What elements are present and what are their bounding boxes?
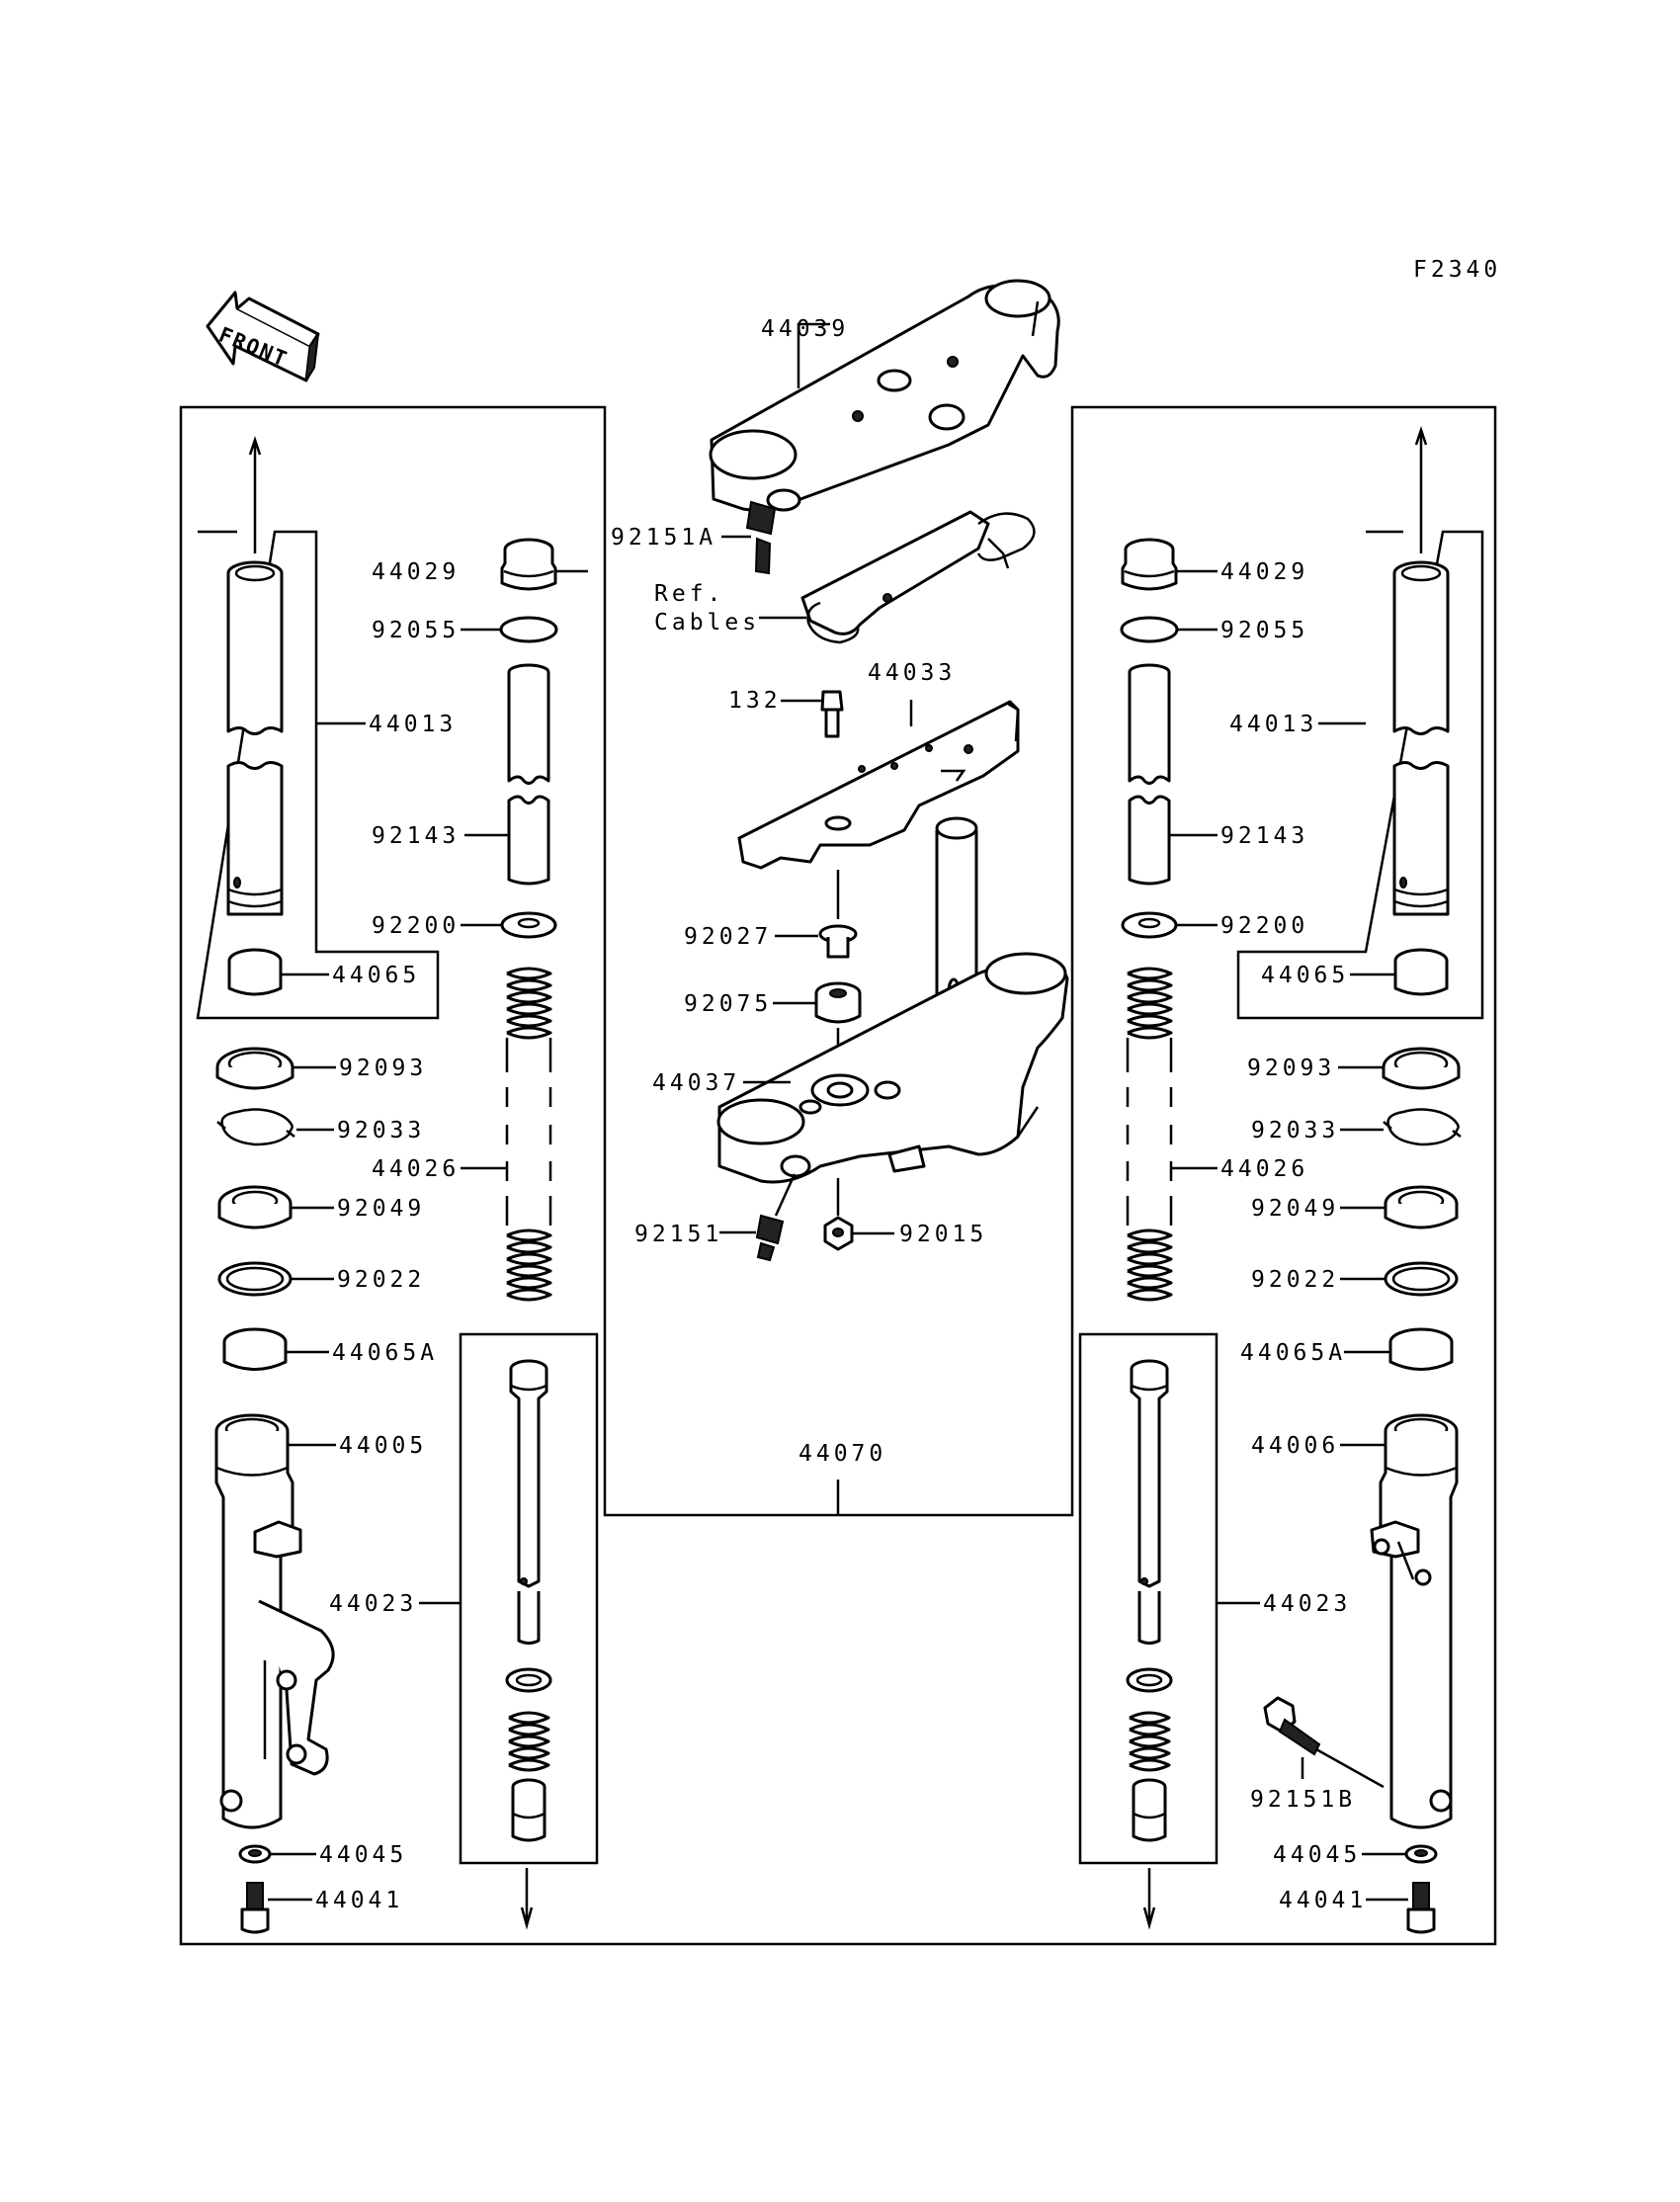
label-L44026: 44026 [372, 1156, 460, 1182]
right-44013-box [1236, 530, 1484, 1020]
bolt-132 [820, 690, 844, 738]
label-44033: 44033 [868, 660, 956, 686]
right-gasket-44045 [1404, 1844, 1438, 1864]
left-gasket-44045 [238, 1844, 272, 1864]
ref-note-line1: Ref. [654, 581, 724, 607]
label-L92049: 92049 [337, 1196, 425, 1222]
left-oring-92055 [499, 616, 558, 643]
label-L44041: 44041 [315, 1888, 403, 1913]
plate-44033 [737, 700, 1020, 870]
right-bolt-44041 [1406, 1882, 1436, 1934]
right-oil-seal-92049 [1384, 1185, 1459, 1229]
label-44039: 44039 [761, 316, 849, 342]
left-damper-44023 [505, 1359, 552, 1842]
label-L44029: 44029 [372, 559, 460, 585]
label-R92055: 92055 [1220, 618, 1308, 643]
right-44023-box [1078, 1332, 1218, 1865]
label-44070: 44070 [798, 1441, 886, 1467]
label-R44006: 44006 [1251, 1433, 1339, 1459]
label-R44065A: 44065A [1240, 1340, 1346, 1366]
left-44023-box [459, 1332, 599, 1865]
lower-bracket-44037 [716, 816, 1069, 1184]
left-collar-44065 [227, 948, 283, 996]
label-L92033: 92033 [337, 1118, 425, 1143]
left-clip-92033 [216, 1108, 295, 1146]
label-R92022: 92022 [1251, 1267, 1339, 1293]
left-spacer-92143 [507, 663, 550, 886]
right-outer-tube-44006 [1370, 1413, 1459, 1829]
right-collar-44065A [1388, 1327, 1454, 1371]
collar-92027 [818, 924, 858, 959]
label-L92022: 92022 [337, 1267, 425, 1293]
label-L44005: 44005 [339, 1433, 427, 1459]
label-L44065: 44065 [332, 963, 420, 988]
left-oil-seal-92049 [217, 1185, 293, 1229]
label-L92200: 92200 [372, 913, 460, 939]
right-bolt-92151B [1263, 1696, 1321, 1756]
label-L44013: 44013 [369, 712, 457, 737]
right-spacer-92143 [1128, 663, 1171, 886]
label-132: 132 [728, 688, 782, 714]
label-L44023: 44023 [329, 1591, 417, 1617]
label-R44041: 44041 [1279, 1888, 1367, 1913]
cable-bracket [800, 510, 1036, 644]
left-inner-tube-44013 [226, 560, 284, 916]
figure-code: F2340 [1413, 257, 1501, 283]
left-cap-44029 [500, 538, 557, 591]
label-R44013: 44013 [1229, 712, 1317, 737]
right-spring-44026 [1126, 967, 1173, 1302]
left-seal-92093 [215, 1047, 294, 1090]
nut-92015 [823, 1216, 854, 1251]
right-down-arrow [1142, 1868, 1156, 1930]
left-washer-92200 [500, 911, 557, 939]
right-inner-tube-44013 [1392, 560, 1450, 916]
label-L44045: 44045 [319, 1842, 407, 1868]
right-damper-44023 [1126, 1359, 1173, 1842]
label-R92033: 92033 [1251, 1118, 1339, 1143]
right-collar-44065 [1393, 948, 1449, 996]
label-92027: 92027 [684, 924, 772, 950]
right-clip-92033 [1383, 1108, 1462, 1146]
label-L92143: 92143 [372, 823, 460, 849]
label-R44045: 44045 [1273, 1842, 1361, 1868]
left-spring-44026 [505, 967, 552, 1302]
label-R92143: 92143 [1220, 823, 1308, 849]
label-L44065A: 44065A [332, 1340, 438, 1366]
bolt-92151A [745, 500, 777, 575]
left-collar-44065A [222, 1327, 288, 1371]
label-92015: 92015 [899, 1222, 987, 1247]
label-R44029: 44029 [1220, 559, 1308, 585]
left-up-arrow [248, 436, 262, 553]
left-44013-box [196, 530, 440, 1020]
left-outer-tube-44005 [214, 1413, 335, 1829]
bolt-92151 [755, 1214, 785, 1262]
right-cap-44029 [1121, 538, 1178, 591]
right-seal-92093 [1382, 1047, 1461, 1090]
label-L92093: 92093 [339, 1056, 427, 1081]
label-R92049: 92049 [1251, 1196, 1339, 1222]
label-R92151B: 92151B [1250, 1787, 1356, 1813]
ref-note-line2: Cables [654, 610, 760, 635]
right-oring-92055 [1120, 616, 1179, 643]
assembly-outline-44070 [179, 405, 1497, 1946]
front-arrow-icon: FRONT [206, 291, 320, 382]
left-bolt-44041 [240, 1882, 270, 1934]
label-44037: 44037 [652, 1070, 740, 1096]
label-R92093: 92093 [1247, 1056, 1335, 1081]
label-92075: 92075 [684, 991, 772, 1017]
label-92151: 92151 [634, 1222, 722, 1247]
label-R44023: 44023 [1263, 1591, 1351, 1617]
right-up-arrow [1414, 426, 1428, 553]
label-92151A: 92151A [611, 525, 716, 550]
label-R92200: 92200 [1220, 913, 1308, 939]
label-L92055: 92055 [372, 618, 460, 643]
left-down-arrow [520, 1868, 534, 1930]
upper-bracket-44039 [709, 279, 1060, 512]
right-washer-92200 [1121, 911, 1178, 939]
collar-92075 [814, 981, 862, 1024]
label-R44065: 44065 [1261, 963, 1349, 988]
label-R44026: 44026 [1220, 1156, 1308, 1182]
